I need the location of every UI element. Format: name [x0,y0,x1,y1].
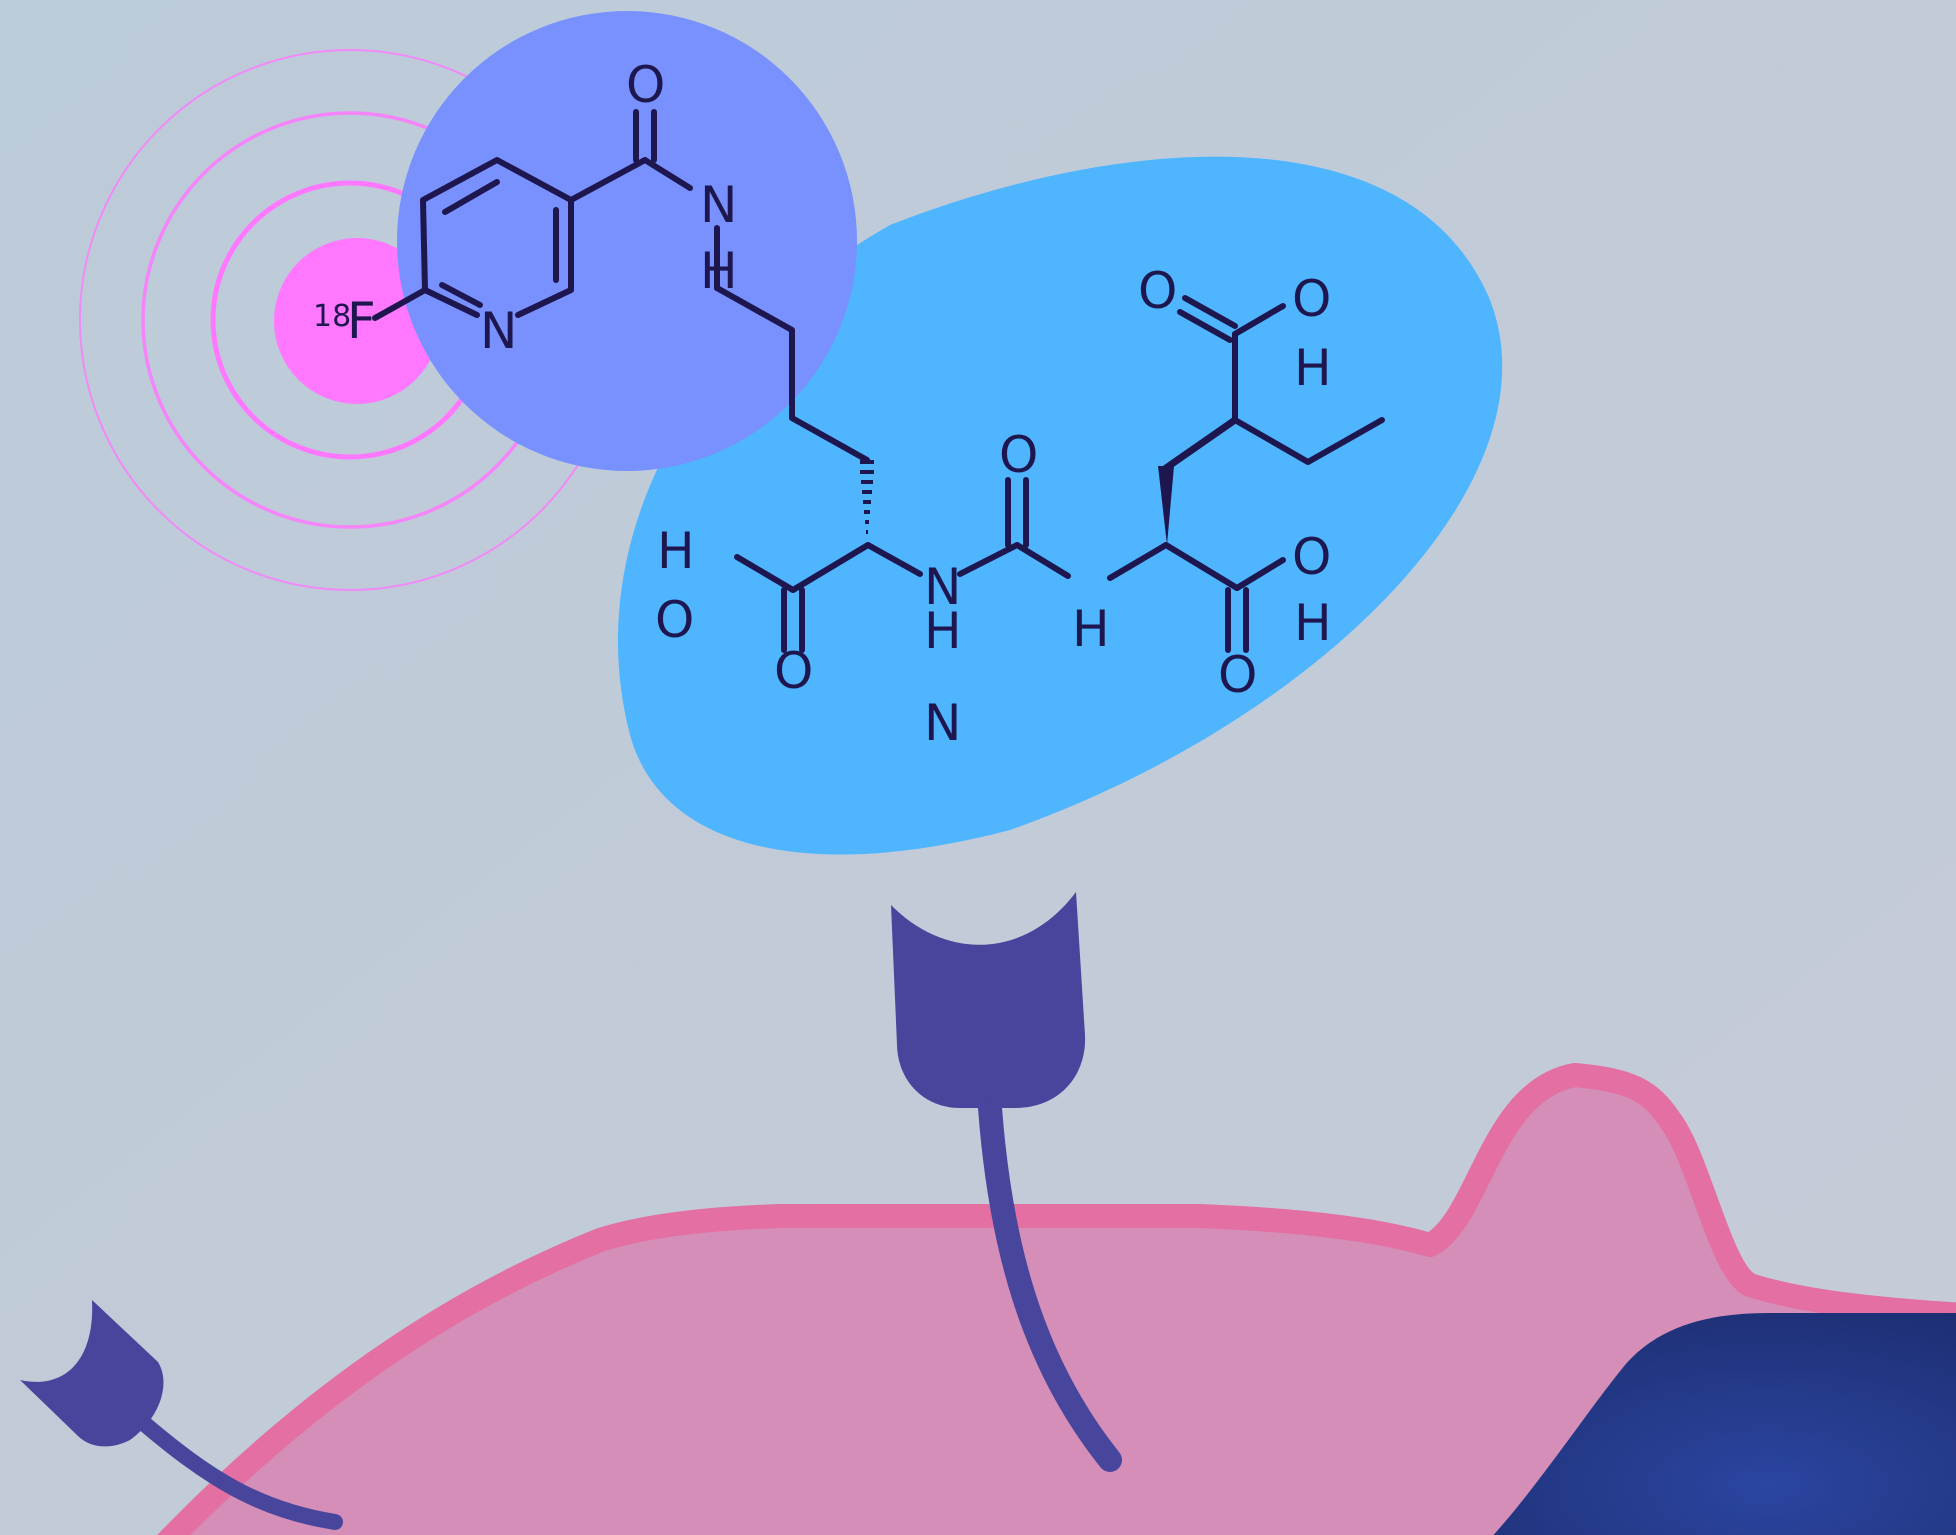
amide-n-label: N [700,176,737,234]
amide-h-label: H [700,242,738,300]
fluorine-18-marker [274,238,440,404]
isotope-mass-label: 18 [313,299,351,334]
urea-o-label: O [999,426,1038,484]
urea-n1-label: N [924,558,961,616]
acid3-oh-o-label: O [1292,528,1331,586]
pyridine-n-label: N [480,302,517,360]
urea-h1-label: H [924,602,962,660]
urea-n2-label: N [924,694,961,752]
receptor-small [20,1300,343,1530]
cell-body [1493,1313,1956,1535]
molecule-bonds [372,109,1385,653]
acid2-o-label: O [1138,262,1177,320]
hashed-wedge [860,460,874,534]
binding-pocket [617,156,1503,855]
acid1-h-label: H [657,522,695,580]
atom-labels: 18 F N O N H H O O N H O H N O O H O H O [313,56,1332,752]
acid2-oh-o-label: O [1292,270,1331,328]
psma-receptor [891,892,1122,1472]
label-circle [397,11,857,471]
fluorine-label: F [347,292,376,350]
solid-wedge [1158,466,1174,545]
acid1-carbonyl-o-label: O [774,642,813,700]
acid2-oh-h-label: H [1294,339,1332,397]
urea-h2-label: H [1072,600,1110,658]
cell-membrane [157,1063,1956,1535]
carbonyl-o-label: O [626,56,665,114]
acid3-oh-h-label: H [1294,594,1332,652]
acid1-o-label: O [655,591,694,649]
acid3-carbonyl-o-label: O [1218,646,1257,704]
